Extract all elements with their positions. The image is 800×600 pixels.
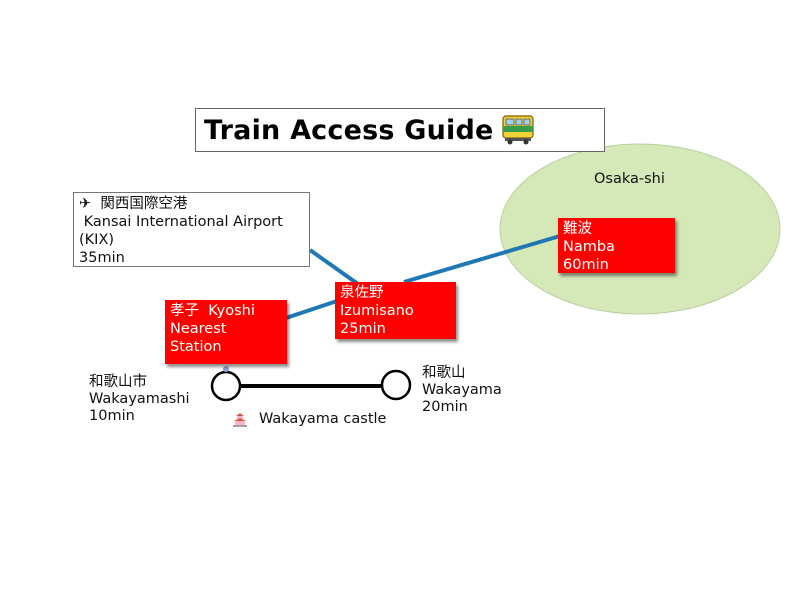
title-box: Train Access Guide [195, 108, 605, 152]
wakayamashi-name-en: Wakayamashi [89, 391, 190, 407]
airport-name-en: Kansai International Airport [83, 214, 283, 230]
wakayama-name-en: Wakayama [422, 382, 502, 398]
airport-code: (KIX) [79, 232, 115, 248]
castle-label: Wakayama castle [259, 411, 387, 427]
wakayama-name-ja: 和歌山 [422, 365, 466, 381]
airport-name-ja: 関西国際空港 [100, 196, 188, 212]
station-box-kyoshi: 孝子 Kyoshi Nearest Station [165, 300, 287, 364]
airport-time: 35min [79, 250, 125, 266]
izumisano-time: 25min [340, 321, 386, 337]
station-label-wakayama: 和歌山 Wakayama 20min [422, 365, 502, 416]
kyoshi-note-2: Station [170, 339, 222, 355]
station-label-wakayamashi: 和歌山市 Wakayamashi 10min [89, 374, 190, 425]
izumisano-name-en: Izumisano [340, 303, 414, 319]
station-box-namba: 難波 Namba 60min [558, 218, 675, 273]
station-box-izumisano: 泉佐野 Izumisano 25min [335, 282, 456, 339]
kyoshi-name: 孝子 Kyoshi [170, 303, 255, 319]
page-title: Train Access Guide [204, 114, 494, 146]
wakayamashi-name-ja: 和歌山市 [89, 374, 147, 390]
namba-name-ja: 難波 [563, 221, 592, 237]
train-icon [500, 113, 536, 147]
kyoshi-note-1: Nearest [170, 321, 227, 337]
osaka-region-label: Osaka-shi [594, 171, 665, 187]
namba-time: 60min [563, 257, 609, 273]
castle-icon [232, 412, 248, 428]
wakayamashi-time: 10min [89, 408, 135, 424]
airport-box: ✈ 関西国際空港 Kansai International Airport (K… [73, 192, 310, 267]
station-node-wakayamashi [210, 370, 242, 402]
line-airport-izumisano [308, 248, 360, 286]
kyoshi-connector-dot [223, 366, 229, 372]
station-node-wakayama [380, 369, 412, 401]
izumisano-name-ja: 泉佐野 [340, 285, 384, 301]
line-kyoshi-izumisano [285, 299, 338, 320]
wakayama-time: 20min [422, 399, 468, 415]
line-izumisano-namba [403, 234, 561, 284]
airplane-icon: ✈ [79, 196, 101, 212]
namba-name-en: Namba [563, 239, 615, 255]
